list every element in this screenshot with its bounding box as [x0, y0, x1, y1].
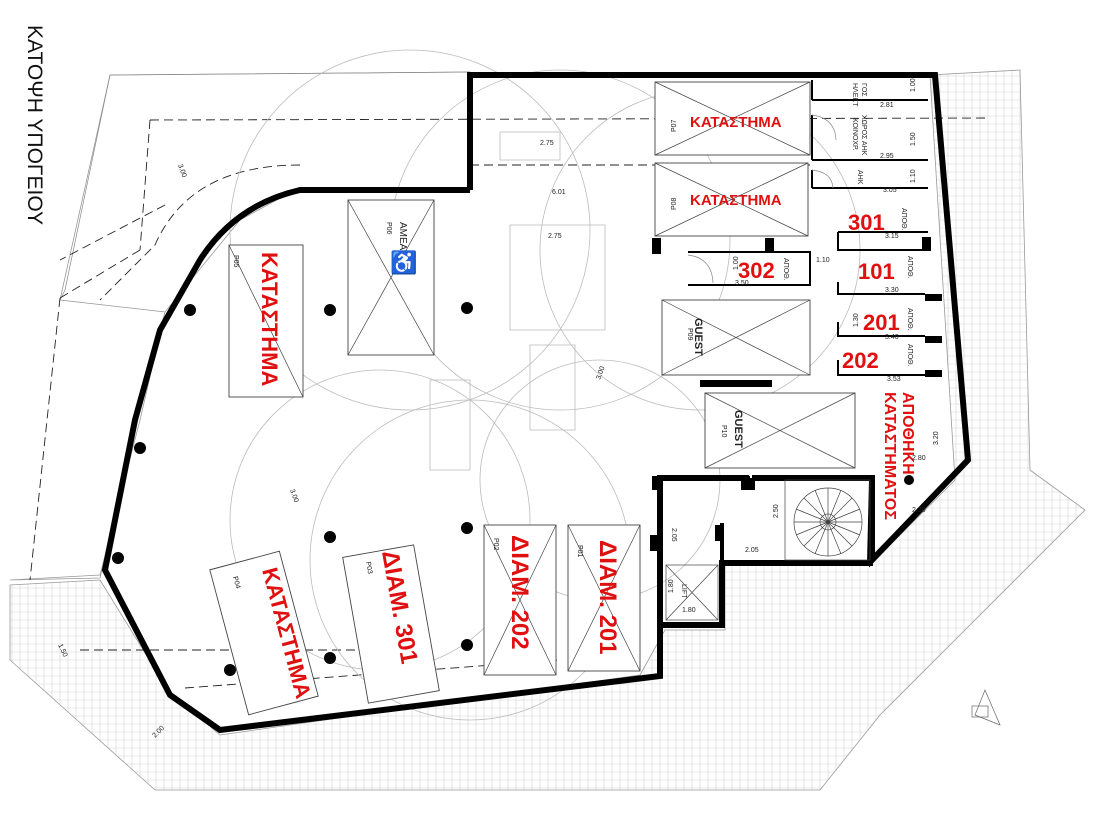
parking-bay-p02: P02 ΔΙΑΜ. 202	[483, 524, 557, 676]
parking-bay-p05: P05 ΚΑΤΑΣΤΗΜΑ	[228, 244, 304, 398]
storage-unit-301: 301	[848, 210, 885, 235]
main-wall	[467, 72, 972, 568]
bay-owner-label: ΚΑΤΑΣΤΗΜΑ	[690, 192, 782, 209]
guest-label: GUEST	[692, 318, 704, 356]
main-wall-south	[101, 187, 875, 734]
dim-text: 3.00	[288, 488, 299, 503]
dim-text: 1.30	[853, 313, 860, 327]
dim-text: 2.30	[912, 507, 926, 514]
dim-text: 2.95	[880, 153, 894, 160]
room-suffix-label: ΓΟΣ	[860, 83, 867, 97]
wheelchair-icon: ♿	[390, 250, 417, 275]
dim-text: 3.00	[176, 163, 187, 178]
bay-code: P09	[686, 328, 693, 341]
parking-bay-p07: P07 ΚΑΤΑΣΤΗΜΑ	[654, 81, 811, 156]
bay-code: P10	[720, 425, 727, 438]
room-tag: ΑΠΟΘ.	[906, 308, 913, 331]
drawing-title: ΚΑΤΟΨΗ ΥΠΟΓΕΙΟΥ	[23, 25, 46, 225]
parking-bay-p01: P01 ΔΙΑΜ. 201	[567, 524, 641, 672]
bay-code: P06	[385, 222, 392, 235]
dim-text: 2.80	[912, 455, 926, 462]
dim-text: 2.05	[670, 528, 677, 542]
room-tag: ΑΠΟΘ.	[900, 208, 907, 231]
dim-text: 3.53	[887, 376, 901, 383]
bay-owner-label: ΔΙΑΜ. 201	[594, 540, 621, 655]
parking-bay-p10: P10 GUEST	[704, 392, 856, 469]
bay-code: P04	[231, 576, 241, 590]
bay-owner-label: ΚΑΤΑΣΤΗΜΑ	[257, 252, 282, 386]
dim-text: 1.00	[733, 256, 740, 270]
storage-rooms	[687, 80, 928, 376]
dim-text: 1.80	[682, 607, 696, 614]
parking-bay-p08: P08 ΚΑΤΑΣΤΗΜΑ	[654, 162, 809, 237]
common-space-label: ΚΟΙΝΟΧΡ.	[851, 118, 858, 151]
common-space-label-2: ΧΩΡΟΣ ΑΗΚ	[860, 115, 867, 156]
bay-code: P07	[671, 119, 678, 132]
parking-bay-p09: P09 GUEST	[661, 299, 811, 376]
dim-text: 2.75	[540, 140, 554, 147]
parking-bay-p03: P03 ΔΙΑΜ. 301	[342, 544, 440, 704]
room-tag: ΑΠΟΘ.	[906, 256, 913, 279]
bay-code: P03	[364, 561, 373, 575]
dim-text: 3.15	[885, 233, 899, 240]
parking-bay-p04: P04 ΚΑΤΑΣΤΗΜΑ	[209, 550, 319, 716]
dim-text: 1.50	[910, 132, 917, 146]
ahk-label: ΑΗΚ	[856, 170, 863, 185]
dim-text: 3.20	[933, 431, 940, 445]
bay-code: P08	[671, 197, 678, 210]
bay-owner-label: ΚΑΤΑΣΤΗΜΑ	[690, 114, 782, 131]
dim-text: 2.05	[745, 547, 759, 554]
dim-text: 3.00	[595, 365, 606, 380]
electrical-room-label: ΗΛΕΚΤ	[851, 83, 858, 107]
dim-text: 3.50	[735, 280, 749, 287]
columns	[112, 237, 942, 676]
dim-text: 2.50	[773, 504, 780, 518]
paved-surround	[9, 69, 1086, 791]
accessible-label: ΑΜΕΑ	[397, 222, 408, 251]
north-arrow-icon	[971, 689, 1001, 726]
shop-storage-label-2: ΚΑΤΑΣΤΗΜΑΤΟΣ	[881, 392, 898, 520]
dim-text: 2.75	[548, 233, 562, 240]
shop-storage-label-1: ΑΠΟΘΗΚΗ	[899, 392, 916, 475]
dim-text: 3.05	[883, 187, 897, 194]
storage-unit-302: 302	[738, 258, 775, 283]
dim-text: 3.30	[885, 287, 899, 294]
lift-shaft	[665, 564, 719, 621]
bay-code: P01	[576, 545, 583, 558]
room-tag: ΑΠΟΘ.	[782, 258, 789, 281]
storage-unit-101: 101	[858, 259, 895, 284]
storage-unit-201: 201	[863, 310, 900, 335]
storage-unit-202: 202	[842, 348, 879, 373]
guest-label: GUEST	[732, 410, 744, 448]
room-tag: ΑΠΟΘ.	[906, 344, 913, 367]
bay-code: P05	[232, 255, 239, 268]
parking-bay-p06: P06 ΑΜΕΑ ♿	[347, 199, 435, 356]
dim-text: 1.10	[816, 257, 830, 264]
dim-text: 2.81	[880, 102, 894, 109]
bay-code: P02	[492, 538, 499, 551]
dim-text: 1.00	[910, 78, 917, 92]
dim-text: 1.80	[668, 579, 675, 593]
bay-owner-label: ΔΙΑΜ. 202	[506, 535, 533, 650]
dim-text: 3.40	[885, 334, 899, 341]
spiral-staircase	[784, 479, 871, 561]
dim-text: 6.01	[552, 189, 566, 196]
lift-label: LIFT	[680, 584, 687, 599]
dim-text: 1.10	[910, 169, 917, 183]
